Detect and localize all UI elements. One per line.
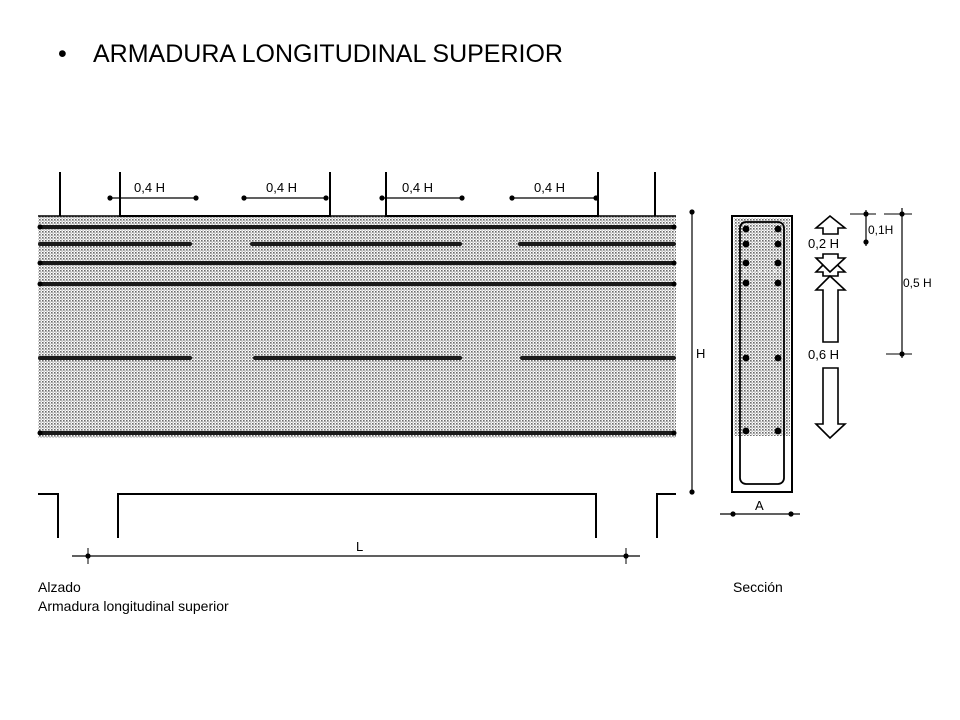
title-text: ARMADURA LONGITUDINAL SUPERIOR — [93, 40, 563, 68]
title-bullet: • — [58, 40, 67, 68]
width-label: A — [755, 498, 764, 513]
top-band-label: 0,1H — [868, 223, 893, 237]
up-arrow-top — [813, 214, 848, 235]
stirrup — [739, 221, 785, 485]
bottom-right-support — [656, 493, 676, 538]
down-arrow-lower — [814, 367, 848, 440]
beam-body — [38, 216, 676, 438]
upper-bars — [38, 225, 676, 435]
section-caption: Sección — [733, 579, 783, 595]
span-label: L — [356, 539, 363, 554]
section-stippled-zone — [734, 218, 790, 436]
cross-section-view: A Sección — [720, 215, 800, 595]
lap-label: 0,4 H — [134, 180, 165, 195]
section-bars — [742, 225, 782, 435]
half-height-label: 0,5 H — [903, 276, 932, 290]
zone-label-lower: 0,6 H — [808, 347, 839, 362]
lap-label: 0,4 H — [534, 180, 565, 195]
zone-label-upper: 0,2 H — [808, 236, 839, 251]
top-support-middle-right — [385, 172, 599, 217]
zone-diagram — [813, 214, 848, 440]
slide-title: • ARMADURA LONGITUDINAL SUPERIOR — [58, 40, 563, 69]
lap-label: 0,4 H — [266, 180, 297, 195]
elevation-caption-subtitle: Armadura longitudinal superior — [38, 598, 229, 614]
up-arrow-lower — [814, 274, 848, 343]
lap-label: 0,4 H — [402, 180, 433, 195]
elevation-view: 0,4 H 0,4 H 0,4 H 0,4 H H L Alzado Armad… — [37, 172, 705, 614]
bottom-middle-support — [117, 493, 597, 538]
top-support-middle-left — [119, 172, 331, 217]
height-label: H — [696, 346, 705, 361]
bottom-left-support — [38, 493, 59, 538]
down-arrow-upper — [814, 253, 848, 274]
elevation-caption-title: Alzado — [38, 579, 81, 595]
rebar-ends — [37, 224, 677, 436]
